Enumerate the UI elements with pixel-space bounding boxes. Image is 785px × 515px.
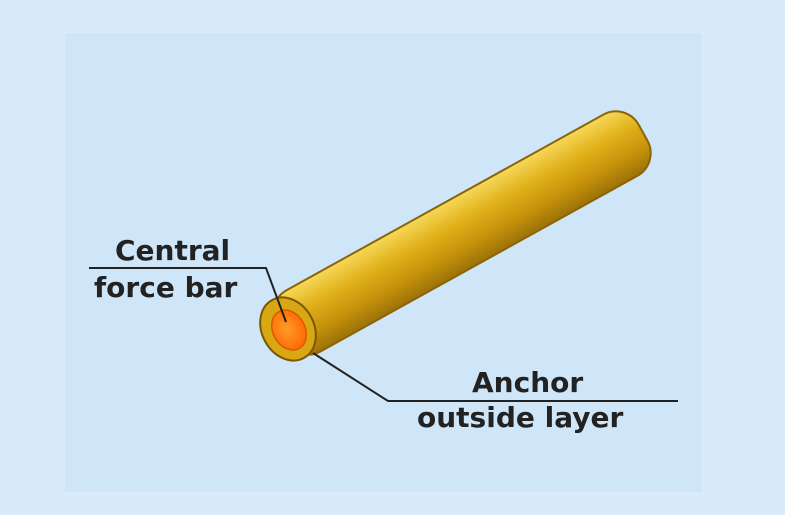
anchor-outside-layer-label-line-2: outside layer <box>417 401 624 434</box>
leader-lines <box>89 267 678 402</box>
central-force-bar-leader-line <box>89 267 287 323</box>
anchor-outside-layer-leader-line <box>312 352 678 402</box>
central-force-bar-core <box>270 309 308 351</box>
central-force-bar-label-line-2: force bar <box>94 271 238 304</box>
rod-body <box>272 110 652 356</box>
rod-end-cap <box>259 296 317 362</box>
central-force-bar-label-line-1: Central <box>115 234 231 267</box>
anchor-outside-layer-label-line-1: Anchor <box>472 366 584 399</box>
